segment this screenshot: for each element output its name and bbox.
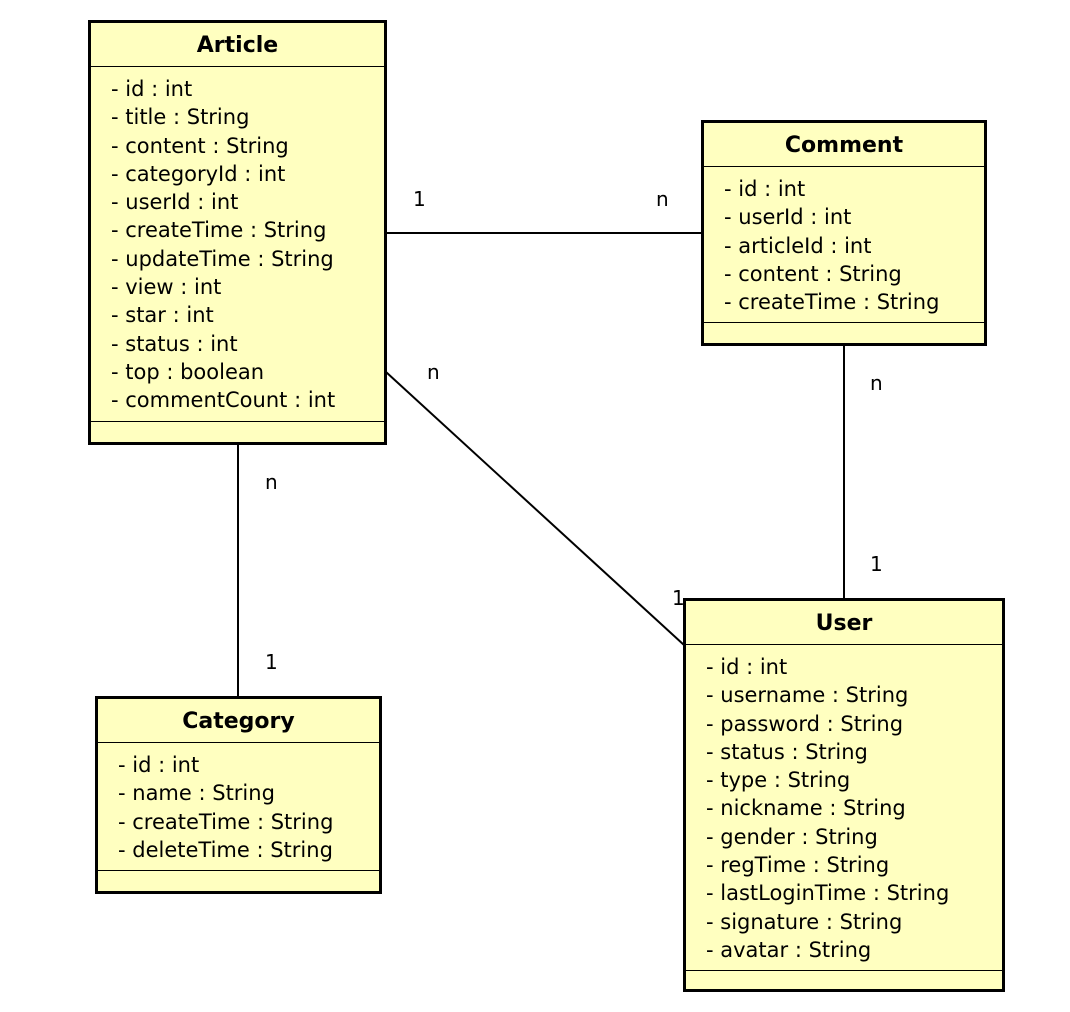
attribute: - createTime : String <box>111 218 327 243</box>
attribute: - regTime : String <box>706 853 890 878</box>
attribute: - title : String <box>111 105 250 130</box>
article-user-association <box>385 371 685 646</box>
attribute: - type : String <box>706 768 851 793</box>
attribute: - createTime : String <box>118 809 334 834</box>
attribute-list: - id : int - title : String - content : … <box>91 67 384 422</box>
multiplicity-article-user-article-end: n <box>427 360 440 384</box>
operations-compartment <box>686 971 1002 989</box>
attribute: - gender : String <box>706 824 878 849</box>
class-name: Category <box>98 699 379 743</box>
attribute: - status : int <box>111 331 238 356</box>
multiplicity-article-comment-article-end: 1 <box>413 187 426 211</box>
attribute: - id : int <box>706 655 788 679</box>
class-name: Comment <box>704 123 984 167</box>
attribute-list: - id : int - username : String - passwor… <box>686 645 1002 972</box>
attribute: - password : String <box>706 711 904 736</box>
attribute: - signature : String <box>706 909 903 934</box>
attribute: - id : int <box>118 753 200 777</box>
attribute: - id : int <box>724 177 806 201</box>
attribute: - view : int <box>111 275 222 300</box>
operations-compartment <box>704 323 984 341</box>
attribute: - categoryId : int <box>111 161 286 186</box>
attribute: - star : int <box>111 303 214 328</box>
operations-compartment <box>98 871 379 889</box>
attribute: - nickname : String <box>706 796 906 821</box>
multiplicity-article-category-category-end: 1 <box>265 650 278 674</box>
attribute: - createTime : String <box>724 290 940 315</box>
attribute: - status : String <box>706 739 868 764</box>
attribute: - lastLoginTime : String <box>706 881 950 906</box>
category-class[interactable]: Category - id : int - name : String - cr… <box>95 696 382 894</box>
attribute: - userId : int <box>724 205 852 230</box>
attribute: - content : String <box>111 133 289 158</box>
attribute: - commentCount : int <box>111 388 336 413</box>
multiplicity-article-category-article-end: n <box>265 470 278 494</box>
attribute: - username : String <box>706 683 909 708</box>
attribute: - top : boolean <box>111 359 265 384</box>
attribute: - content : String <box>724 261 902 286</box>
multiplicity-article-user-user-end: 1 <box>672 586 685 610</box>
attribute: - name : String <box>118 781 275 806</box>
attribute-list: - id : int - userId : int - articleId : … <box>704 167 984 324</box>
operations-compartment <box>91 422 384 440</box>
multiplicity-comment-user-comment-end: n <box>870 371 883 395</box>
attribute: - updateTime : String <box>111 246 334 271</box>
attribute: - avatar : String <box>706 937 872 962</box>
attribute: - articleId : int <box>724 233 872 258</box>
attribute: - id : int <box>111 77 193 101</box>
user-class[interactable]: User - id : int - username : String - pa… <box>683 598 1005 992</box>
class-name: Article <box>91 23 384 67</box>
class-name: User <box>686 601 1002 645</box>
article-class[interactable]: Article - id : int - title : String - co… <box>88 20 387 445</box>
attribute-list: - id : int - name : String - createTime … <box>98 743 379 872</box>
attribute: - deleteTime : String <box>118 837 333 862</box>
multiplicity-article-comment-comment-end: n <box>656 187 669 211</box>
comment-class[interactable]: Comment - id : int - userId : int - arti… <box>701 120 987 346</box>
multiplicity-comment-user-user-end: 1 <box>870 552 883 576</box>
attribute: - userId : int <box>111 190 239 215</box>
